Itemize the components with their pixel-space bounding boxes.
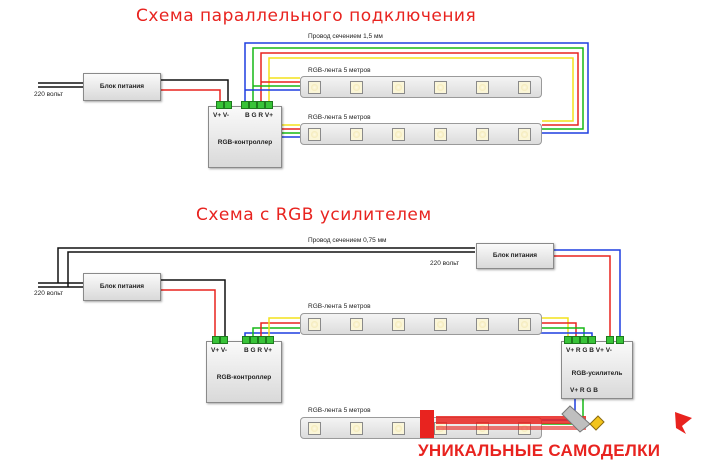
strip-feed-red <box>260 52 579 126</box>
psu-ctrl-wire <box>159 79 229 105</box>
terminal <box>606 336 614 344</box>
controller-output-pins: B G R V+ <box>244 347 272 354</box>
led <box>434 318 447 331</box>
psu-ctrl-wire <box>159 289 216 340</box>
psu-ctrl-wire <box>159 89 221 105</box>
mains-long-wire <box>67 251 475 287</box>
terminal <box>572 336 580 344</box>
strip-label: RGB-лента 5 метров <box>308 303 371 310</box>
amplifier-label: RGB-усилитель <box>571 370 623 377</box>
led <box>518 128 531 141</box>
power-supply-label: Блок питания <box>99 283 145 290</box>
bottom-wires <box>38 247 621 425</box>
terminal <box>249 101 257 109</box>
controller-input-pins: V+ V- <box>213 112 230 119</box>
rgb-amplifier: V+ R G B V+ V- RGB-усилитель V+ R G B <box>561 341 633 399</box>
strip-feed-green <box>252 47 584 130</box>
rgb-controller-1: V+ V- B G R V+ RGB-контроллер <box>208 106 282 168</box>
psu3-amp-wire <box>552 249 621 340</box>
title-parallel: Схема параллельного подключения <box>136 6 477 26</box>
voltage-label: 220 вольт <box>430 260 460 267</box>
led <box>476 81 489 94</box>
mains-long-wire <box>57 247 475 283</box>
led-strip-1 <box>300 76 542 98</box>
strip-label: RGB-лента 5 метров <box>308 114 371 121</box>
amplifier-top-pins: V+ R G B V+ V- <box>566 347 612 354</box>
led <box>350 81 363 94</box>
watermark-caption: УНИКАЛЬНЫЕ САМОДЕЛКИ <box>418 441 661 460</box>
terminal <box>220 336 228 344</box>
power-supply-3: Блок питания <box>476 243 554 269</box>
led <box>518 318 531 331</box>
psu3-amp-wire <box>552 255 611 340</box>
ctrl2-strip-red <box>260 322 300 340</box>
led-strip-2 <box>300 123 542 145</box>
terminal <box>257 101 265 109</box>
terminal <box>266 336 274 344</box>
strip-label: RGB-лента 5 метров <box>308 407 371 414</box>
led <box>392 81 405 94</box>
terminal <box>265 101 273 109</box>
amplifier-bottom-pins: V+ R G B <box>570 387 598 394</box>
terminal <box>258 336 266 344</box>
terminal <box>216 101 224 109</box>
led <box>392 128 405 141</box>
unikeit-logo <box>420 405 692 438</box>
led <box>518 81 531 94</box>
led <box>434 128 447 141</box>
led <box>308 422 321 435</box>
terminal <box>588 336 596 344</box>
led <box>308 128 321 141</box>
wire-section-label: Провод сечением 0,75 мм <box>308 237 387 244</box>
top-wires <box>38 42 589 138</box>
controller-label: RGB-контроллер <box>217 139 273 146</box>
terminal <box>580 336 588 344</box>
strip-feed-yellow <box>268 57 574 122</box>
power-supply-label: Блок питания <box>492 252 538 259</box>
title-amplifier: Схема с RGB усилителем <box>196 205 432 225</box>
strip-feed-blue <box>244 42 589 134</box>
psu-ctrl-wire <box>159 279 226 340</box>
voltage-label: 220 вольт <box>34 290 64 297</box>
voltage-label: 220 вольт <box>34 91 64 98</box>
terminal <box>212 336 220 344</box>
terminal <box>224 101 232 109</box>
controller-label: RGB-контроллер <box>216 374 272 381</box>
led <box>350 318 363 331</box>
strip-label: RGB-лента 5 метров <box>308 67 371 74</box>
ctrl2-strip-yellow <box>268 317 300 340</box>
strip-amp-red <box>540 322 577 340</box>
led <box>392 318 405 331</box>
led <box>308 81 321 94</box>
terminal <box>616 336 624 344</box>
led <box>434 81 447 94</box>
led <box>308 318 321 331</box>
led <box>476 318 489 331</box>
controller-output-pins: B G R V+ <box>245 112 273 119</box>
controller-input-pins: V+ V- <box>211 347 228 354</box>
power-supply-2: Блок питания <box>83 273 161 301</box>
terminal <box>564 336 572 344</box>
power-supply-label: Блок питания <box>99 83 145 90</box>
terminal <box>241 101 249 109</box>
led-strip-3 <box>300 313 542 335</box>
led <box>392 422 405 435</box>
power-supply-1: Блок питания <box>83 73 161 101</box>
led <box>350 128 363 141</box>
rgb-controller-2: V+ V- B G R V+ RGB-контроллер <box>206 341 282 403</box>
wire-section-label: Провод сечением 1,5 мм <box>308 33 383 40</box>
led <box>476 128 489 141</box>
terminal <box>250 336 258 344</box>
terminal <box>242 336 250 344</box>
led <box>350 422 363 435</box>
